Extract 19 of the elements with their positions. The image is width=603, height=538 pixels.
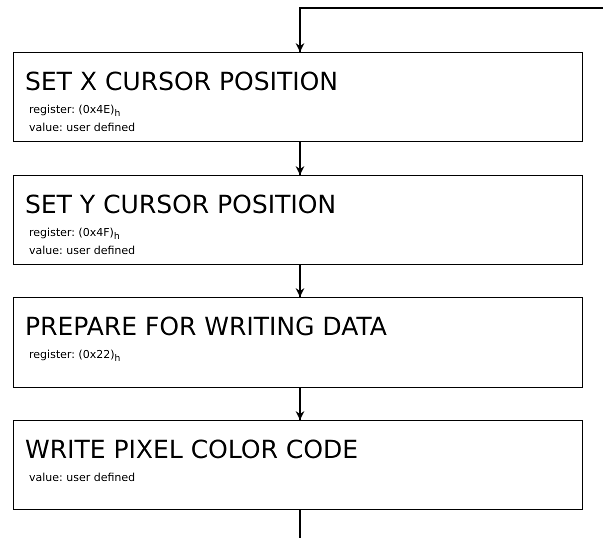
step-detail: register: (0x4E)$_{h}$ [29,103,120,122]
process-box [13,52,583,142]
arrow [296,142,304,175]
arrow [296,388,304,420]
step-title: SET X CURSOR POSITION [25,67,338,97]
step-title: PREPARE FOR WRITING DATA [25,312,387,342]
process-box [13,297,583,388]
connector-line [299,510,301,538]
arrow [296,265,304,297]
step-title: WRITE PIXEL COLOR CODE [25,435,358,465]
step-detail: value: user defined [29,471,136,485]
step-detail: value: user defined [29,121,136,136]
step-detail: register: (0x4F)$_{h}$ [29,226,120,244]
process-box [13,420,583,510]
process-box [13,175,583,265]
step-detail: value: user defined [29,244,136,258]
step-title: SET Y CURSOR POSITION [25,190,336,220]
arrow [296,7,603,52]
step-detail: register: (0x22)$_{h}$ [29,348,120,366]
